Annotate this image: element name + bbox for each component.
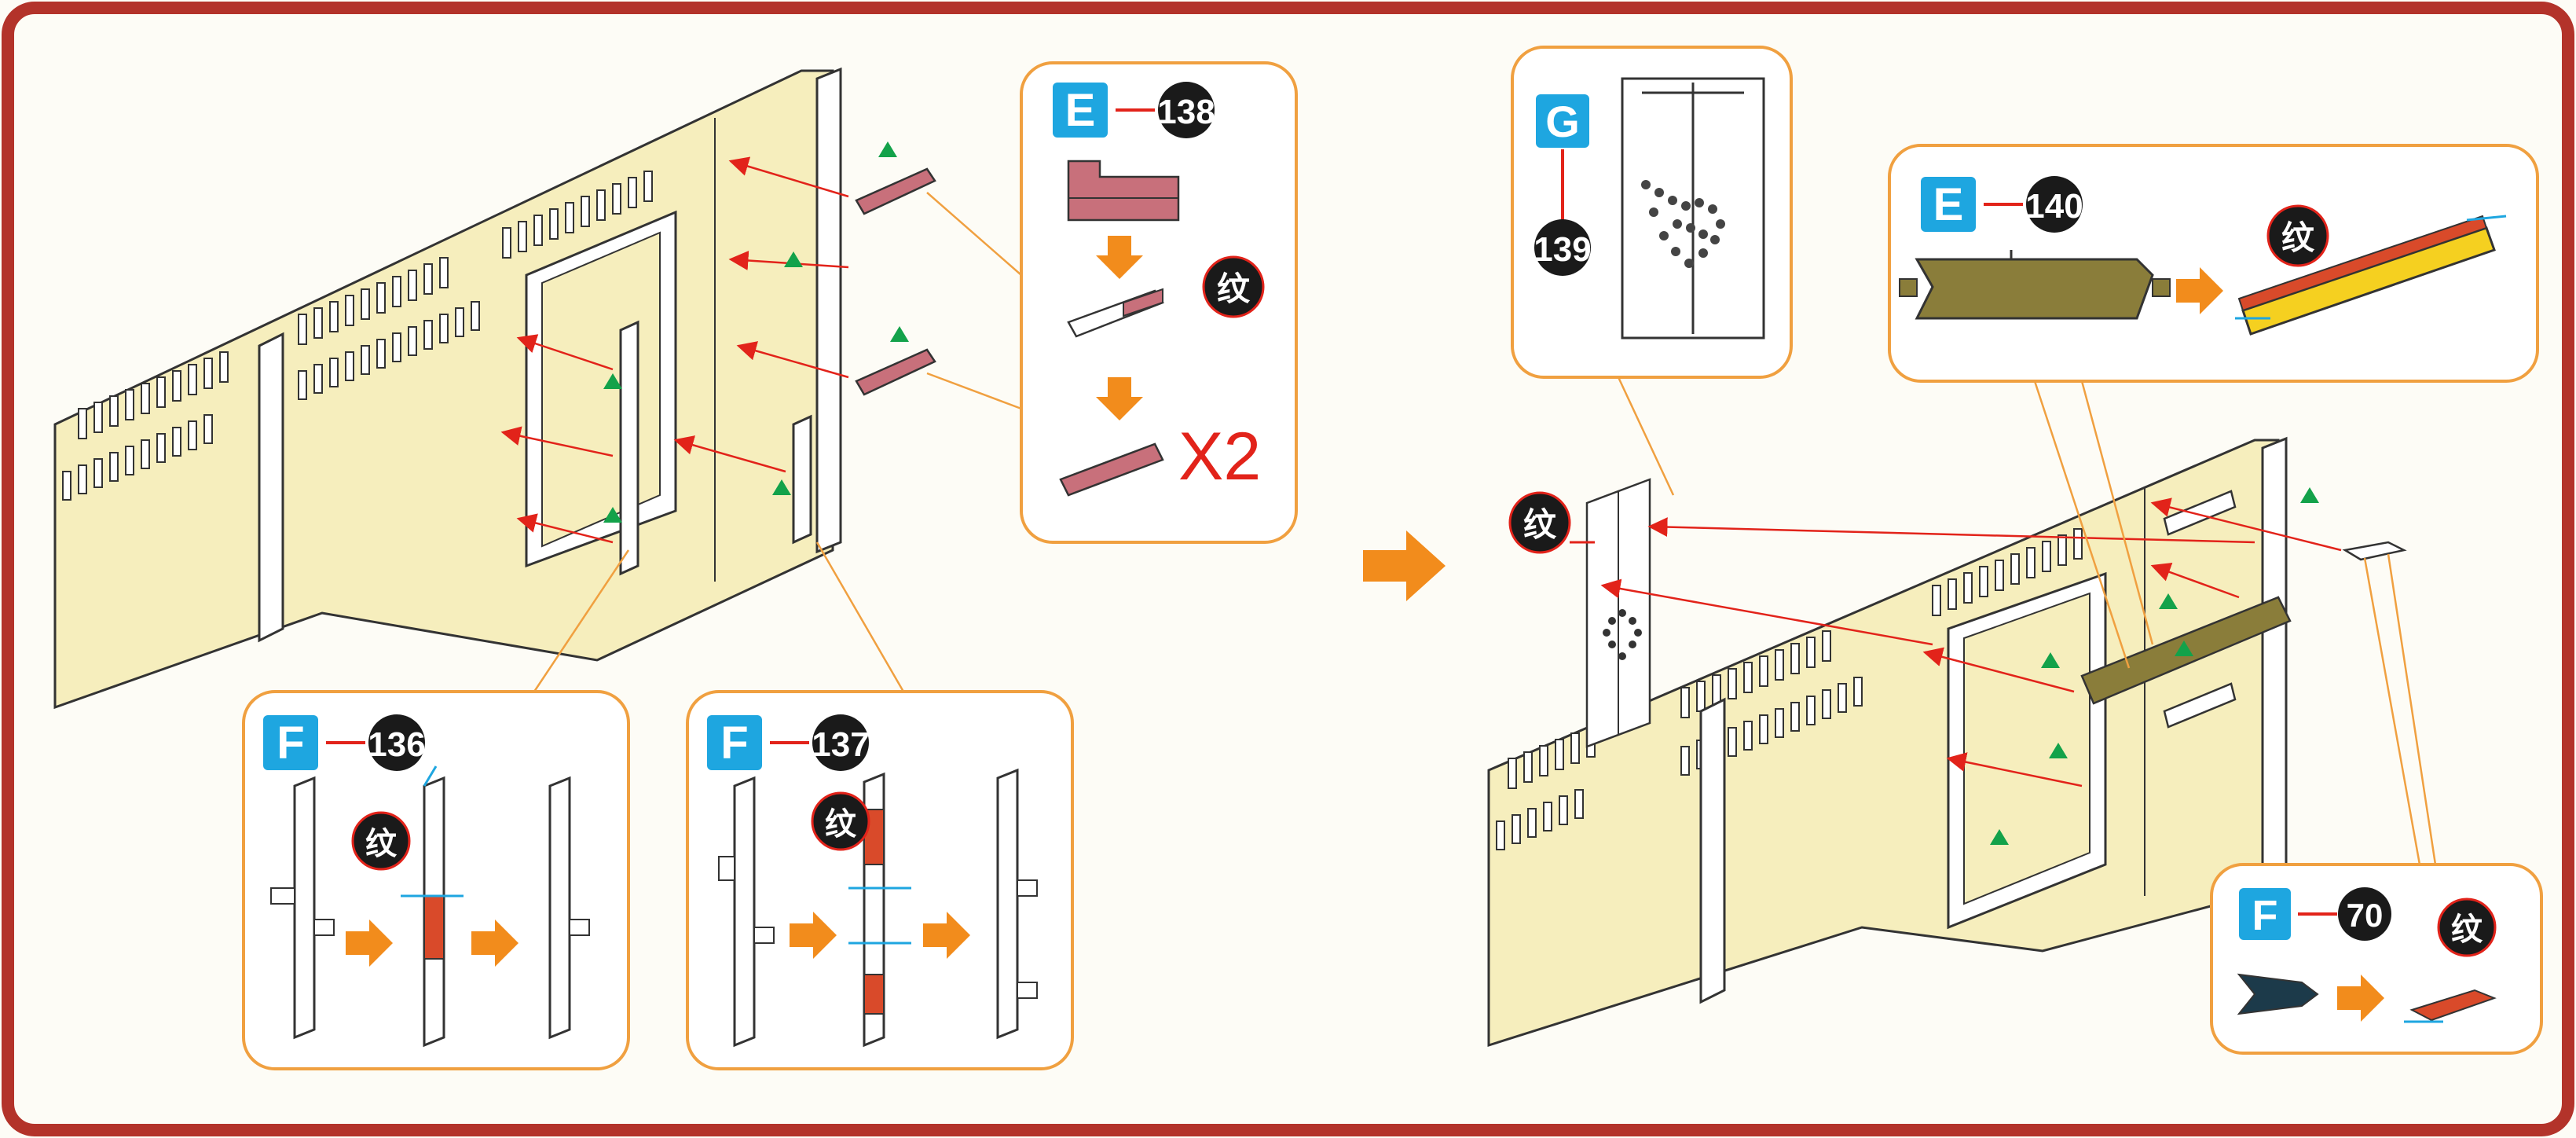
part-number-badge: [1158, 82, 1215, 138]
texture-mark-icon: [2266, 204, 2329, 267]
sheet-badge: [2239, 888, 2291, 940]
left-wall-panel: [53, 69, 834, 710]
sheet-letter: E: [1933, 179, 1964, 230]
part-number-badge: [368, 714, 425, 771]
part-number-badge: [2026, 176, 2083, 233]
step-arrow-icon: [2176, 267, 2223, 314]
texture-mark-icon: [1508, 491, 1571, 554]
right-wall-window-row-upper: [1508, 528, 2083, 789]
texture-mark: 纹: [1523, 505, 1557, 544]
step-arrow-icon: [1096, 377, 1143, 420]
assembly-triangle-icon: [2300, 487, 2319, 503]
part-number: 137: [812, 725, 869, 764]
texture-mark: 纹: [365, 826, 398, 862]
right-wall-shelf-upper: [2163, 490, 2237, 536]
left-wall-window-row-lower: [62, 301, 480, 501]
rotate-arrow-icon: [2466, 215, 2507, 222]
part-138-folded: [1059, 442, 1164, 497]
part-138-flat: [1067, 160, 1180, 222]
bracket-138-upper: [855, 167, 936, 215]
right-wall-shelf-lower: [2163, 682, 2237, 729]
assembly-triangle-icon: [772, 479, 791, 495]
texture-mark-icon: [1202, 255, 1265, 318]
sheet-letter: F: [720, 718, 748, 769]
step-arrow-icon: [2337, 975, 2384, 1022]
part-number-badge: [2338, 887, 2391, 941]
sheet-badge: [707, 715, 762, 770]
assembly-triangle-icon: [2175, 641, 2193, 656]
bracket-138-lower: [855, 348, 936, 396]
rotate-arrow-icon: [423, 765, 438, 787]
part-140-flat: [1915, 258, 2154, 320]
assembly-triangle-icon: [2041, 652, 2060, 668]
sheet-badge: [1053, 83, 1108, 138]
texture-mark-icon: [811, 791, 870, 851]
part-70-flat: [2237, 973, 2319, 1015]
texture-mark-icon: [351, 811, 411, 871]
callout-136: F 136 纹: [242, 549, 630, 1070]
assembly-triangle-icon: [890, 326, 909, 342]
part-136-result: [548, 776, 571, 1040]
sheet-badge: [263, 715, 318, 770]
assembly-triangle-icon: [784, 251, 803, 267]
part-number: 70: [2347, 897, 2384, 934]
step-arrow-icon: [1363, 530, 1446, 601]
left-wall-end-post: [815, 67, 842, 554]
callout-137: F 137 纹: [686, 541, 1074, 1070]
right-wall-pillar: [1699, 697, 1726, 1004]
sheet-letter: G: [1545, 97, 1580, 146]
callout-138: E 138 纹 X2: [926, 61, 1298, 544]
part-number-badge: [1534, 219, 1591, 276]
assembly-triangle-icon: [603, 507, 622, 523]
part-139-heart-pattern: [1641, 180, 1725, 268]
left-wall-window-row-upper: [78, 171, 653, 439]
part-number: 136: [368, 725, 425, 764]
part-number: 139: [1534, 230, 1591, 269]
callout-70: F 70 纹: [2210, 553, 2543, 1055]
part-137-result: [996, 768, 1019, 1040]
sheet-badge: [1536, 94, 1589, 148]
texture-mark: 纹: [1217, 270, 1251, 308]
assembly-triangle-icon: [878, 141, 897, 157]
step-arrow-icon: [471, 920, 518, 967]
left-wall-assembly: [53, 67, 936, 710]
assembly-triangle-icon: [603, 373, 622, 389]
part-136-flat: [293, 776, 316, 1040]
assembly-triangle-icon: [2049, 743, 2068, 758]
step-arrow-icon: [790, 912, 837, 959]
sheet-letter: E: [1065, 85, 1096, 136]
texture-mark: 纹: [825, 806, 857, 842]
texture-mark-icon: [2437, 898, 2497, 957]
callout-140: E 140 纹: [1888, 144, 2539, 669]
left-strip-136: [619, 320, 639, 576]
right-wall-end-post: [2261, 436, 2288, 892]
texture-mark: 纹: [2281, 218, 2315, 257]
sheet-badge: [1921, 177, 1976, 232]
right-wall-assembly: 纹: [1487, 436, 2407, 1048]
part-number: 140: [2025, 187, 2083, 226]
fitted-peg-70: [2342, 541, 2407, 561]
part-70-folded: [2409, 989, 2497, 1022]
part-137-flat: [733, 776, 756, 1048]
part-number-badge: [812, 714, 869, 771]
assembly-triangle-icon: [1990, 829, 2009, 845]
step-arrow-icon: [346, 920, 393, 967]
fitted-panel-139-heart: [1603, 609, 1642, 660]
left-wall-pillar: [258, 332, 284, 643]
callout-139: G 139: [1511, 46, 1793, 496]
quantity-multiplier: X2: [1178, 419, 1261, 494]
sheet-letter: F: [277, 718, 304, 769]
sheet-letter: F: [2252, 892, 2278, 939]
texture-mark: 纹: [2451, 912, 2483, 948]
step-arrow-icon: [923, 912, 970, 959]
left-strip-137: [792, 414, 812, 545]
assembly-triangle-icon: [2159, 593, 2178, 609]
step-arrow-icon: [1096, 236, 1143, 279]
part-number: 138: [1157, 93, 1215, 131]
